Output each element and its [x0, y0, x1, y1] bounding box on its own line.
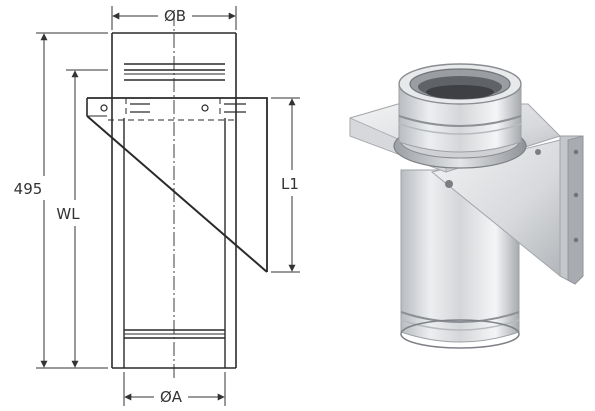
- label-overall-height: 495: [14, 180, 43, 198]
- product-photo: [349, 63, 584, 349]
- label-l1: L1: [281, 175, 299, 193]
- label-diameter-a: ØA: [160, 388, 183, 406]
- dimensions: [36, 6, 300, 406]
- label-working-length: WL: [56, 205, 80, 223]
- label-diameter-b: ØB: [164, 7, 186, 25]
- top-pipe: [111, 32, 237, 98]
- bracket-plate: [86, 97, 268, 273]
- bracket-slots: [100, 103, 246, 113]
- main-pipe: [111, 98, 237, 369]
- technical-drawing: [86, 12, 268, 378]
- dimension-labels: ØB ØA 495 WL L1: [14, 7, 299, 406]
- hidden-lines: [108, 98, 236, 121]
